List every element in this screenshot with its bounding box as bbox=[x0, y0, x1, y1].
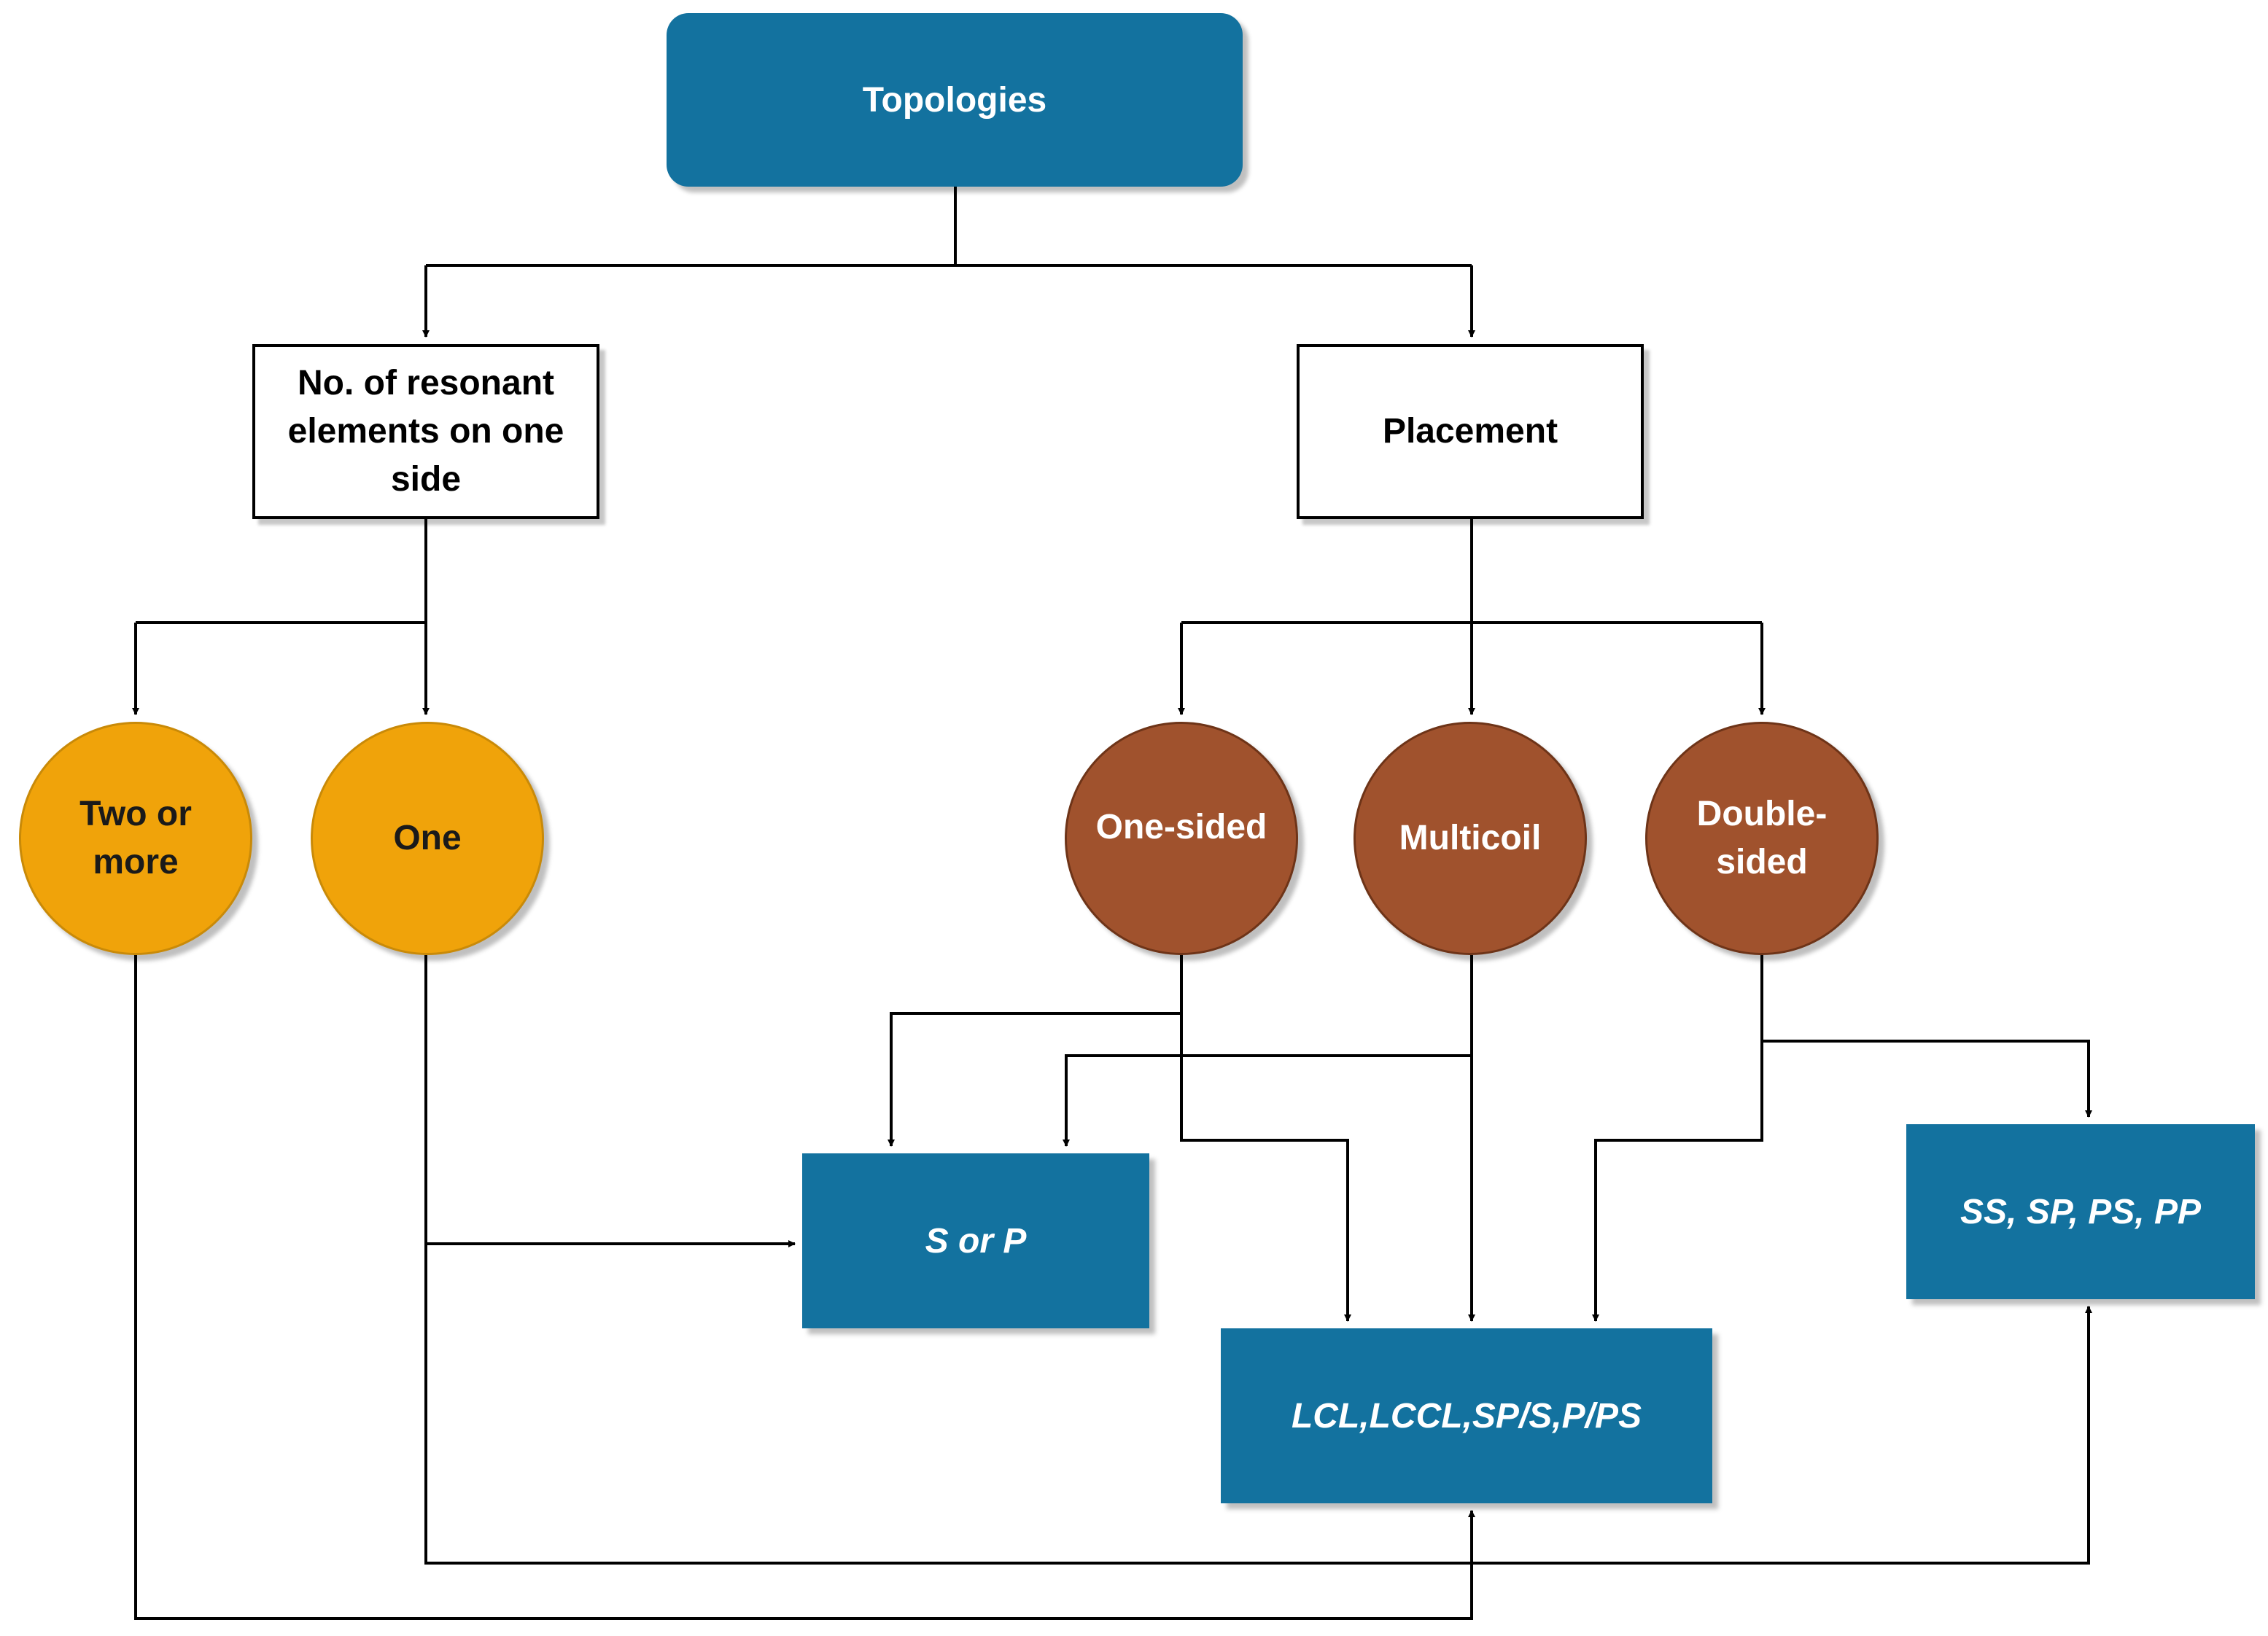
edge-multicoil-to-sorp bbox=[1063, 1054, 1472, 1147]
edge-one-to-sorp bbox=[424, 955, 796, 1247]
edge-one-bottom bbox=[424, 1244, 2092, 1565]
one-label: One bbox=[393, 818, 462, 857]
ss-sp-ps-pp-node: SS, SP, PS, PP bbox=[1906, 1124, 2255, 1299]
placement-node: Placement bbox=[1297, 344, 1644, 519]
edge-onesided-to-sorp bbox=[888, 955, 1183, 1147]
ss-sp-ps-pp-label: SS, SP, PS, PP bbox=[1960, 1192, 2201, 1231]
topologies-node: Topologies bbox=[667, 13, 1243, 187]
multicoil-node: Multicoil bbox=[1354, 722, 1587, 955]
s-or-p-label: S or P bbox=[925, 1221, 1027, 1261]
placement-label: Placement bbox=[1382, 411, 1558, 451]
topologies-label: Topologies bbox=[862, 80, 1047, 120]
edge-double-to-lcl bbox=[1592, 955, 1763, 1322]
edge-two-to-lcl bbox=[134, 955, 1473, 1620]
one-sided-node: One-sided bbox=[1065, 722, 1298, 955]
one-node: One bbox=[311, 722, 544, 955]
s-or-p-node: S or P bbox=[802, 1153, 1149, 1328]
multicoil-label: Multicoil bbox=[1399, 818, 1542, 857]
resonant-elements-label: No. of resonant elements on one side bbox=[287, 363, 564, 499]
two-or-more-node: Two or more bbox=[19, 722, 252, 955]
lcl-lccl-node: LCL,LCCL,SP/S,P/PS bbox=[1221, 1328, 1712, 1503]
double-sided-node: Double-sided bbox=[1645, 722, 1879, 955]
resonant-elements-node: No. of resonant elements on one side bbox=[252, 344, 599, 519]
two-or-more-label: Two or more bbox=[79, 794, 192, 881]
lcl-lccl-label: LCL,LCCL,SP/S,P/PS bbox=[1291, 1396, 1642, 1436]
double-sided-label: Double-sided bbox=[1696, 794, 1828, 881]
one-sided-label: One-sided bbox=[1095, 807, 1267, 846]
edge-double-to-ss bbox=[1762, 1040, 2092, 1118]
edge-onesided-to-lcl bbox=[1180, 1013, 1351, 1322]
